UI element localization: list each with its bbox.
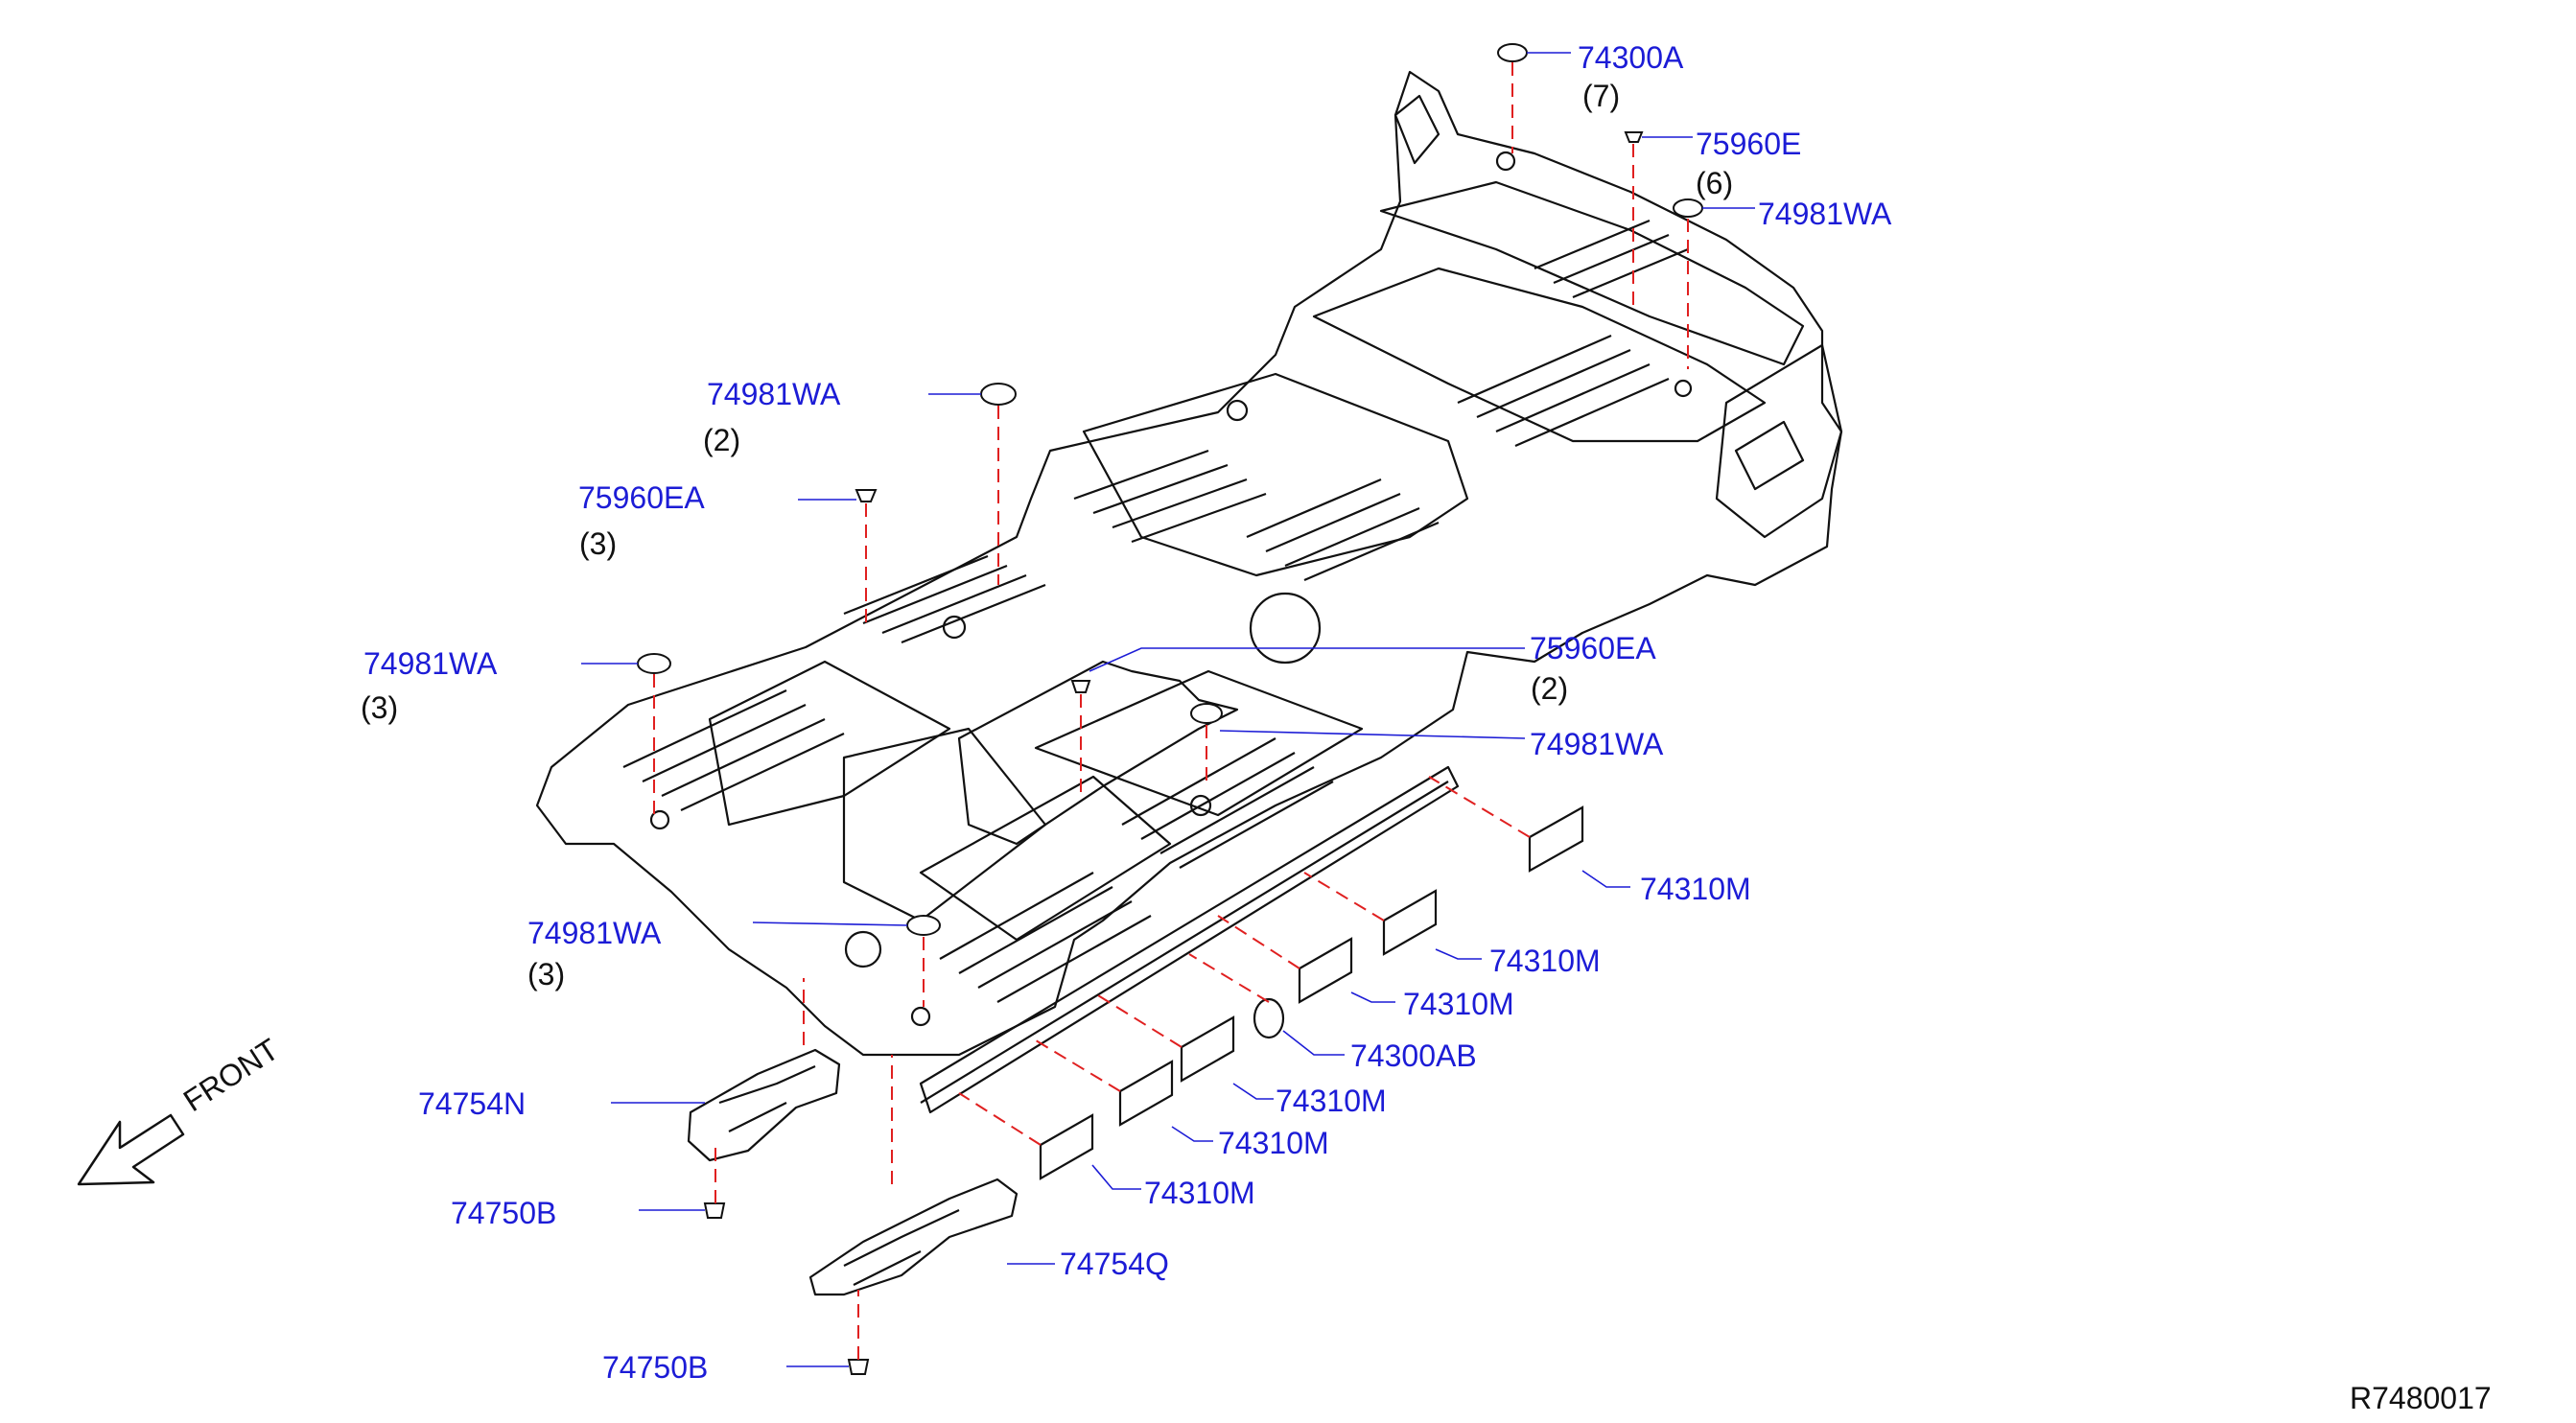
grommet-74981WA-r [1673, 198, 1703, 218]
part-number-74310M-4[interactable]: 74310M [1276, 1084, 1387, 1118]
quantity-75960EA-left: (3) [579, 526, 618, 561]
clip-75960EA-mid [1070, 680, 1091, 693]
part-number-74310M-5[interactable]: 74310M [1218, 1126, 1329, 1160]
part-number-74981WA-left[interactable]: 74981WA [363, 646, 498, 681]
part-number-75960EA-mid[interactable]: 75960EA [1530, 631, 1656, 665]
quantity-74981WA-top: (2) [703, 423, 741, 457]
part-number-74981WA-low[interactable]: 74981WA [527, 916, 662, 950]
front-arrow-icon [77, 1113, 185, 1186]
clip-75960E [1624, 131, 1644, 143]
part-number-74300AB[interactable]: 74300AB [1350, 1038, 1477, 1073]
grommet-74981WA-top [980, 383, 1017, 406]
part-number-75960E[interactable]: 75960E [1696, 127, 1802, 161]
cover-74754Q [808, 1178, 1019, 1296]
grommet-74981WA-mid [1190, 703, 1223, 724]
quantity-74981WA-left: (3) [361, 690, 399, 725]
side-sill [919, 765, 1460, 1114]
floor-panel-outline [535, 70, 1843, 1057]
seal-pad-6 [1039, 1113, 1094, 1180]
cover-74754N [687, 1048, 841, 1162]
seal-pad-2 [1382, 889, 1438, 956]
grommet-74300A [1497, 43, 1528, 62]
part-number-74310M-6[interactable]: 74310M [1144, 1176, 1255, 1210]
part-number-74981WA-right[interactable]: 74981WA [1758, 197, 1892, 231]
part-number-74750B-1[interactable]: 74750B [451, 1196, 557, 1230]
seal-pads [1039, 805, 1584, 1180]
diagram-code: R7480017 [2350, 1381, 2492, 1415]
part-number-75960EA-left[interactable]: 75960EA [578, 480, 705, 515]
grommet-74981WA-low [906, 915, 941, 936]
part-number-74750B-2[interactable]: 74750B [602, 1350, 709, 1385]
center-tunnel [957, 660, 1239, 846]
seal-pad-1 [1528, 805, 1584, 873]
seal-pad-3 [1298, 937, 1353, 1004]
part-number-74754Q[interactable]: 74754Q [1060, 1247, 1169, 1281]
plug-74300AB [1253, 997, 1285, 1039]
grommet-74981WA-left [637, 653, 671, 674]
part-number-74300A[interactable]: 74300A [1578, 40, 1684, 75]
quantity-75960E: (6) [1696, 166, 1734, 200]
quantity-75960EA-mid: (2) [1531, 671, 1569, 706]
quantity-74981WA-low: (3) [527, 957, 566, 991]
clip-74750B-2 [847, 1359, 870, 1375]
part-number-74310M-3[interactable]: 74310M [1403, 987, 1514, 1021]
seal-pad-5 [1118, 1060, 1174, 1127]
part-number-74981WA-mid[interactable]: 74981WA [1530, 727, 1664, 761]
seal-pad-4 [1180, 1015, 1235, 1083]
part-number-74981WA-top[interactable]: 74981WA [707, 377, 841, 411]
part-number-74754N[interactable]: 74754N [418, 1086, 527, 1121]
clip-74750B-1 [703, 1202, 726, 1219]
part-number-74310M-2[interactable]: 74310M [1489, 944, 1601, 978]
clip-75960EA-left [855, 489, 878, 502]
quantity-74300A: (7) [1582, 79, 1621, 113]
part-number-74310M-1[interactable]: 74310M [1640, 872, 1751, 906]
